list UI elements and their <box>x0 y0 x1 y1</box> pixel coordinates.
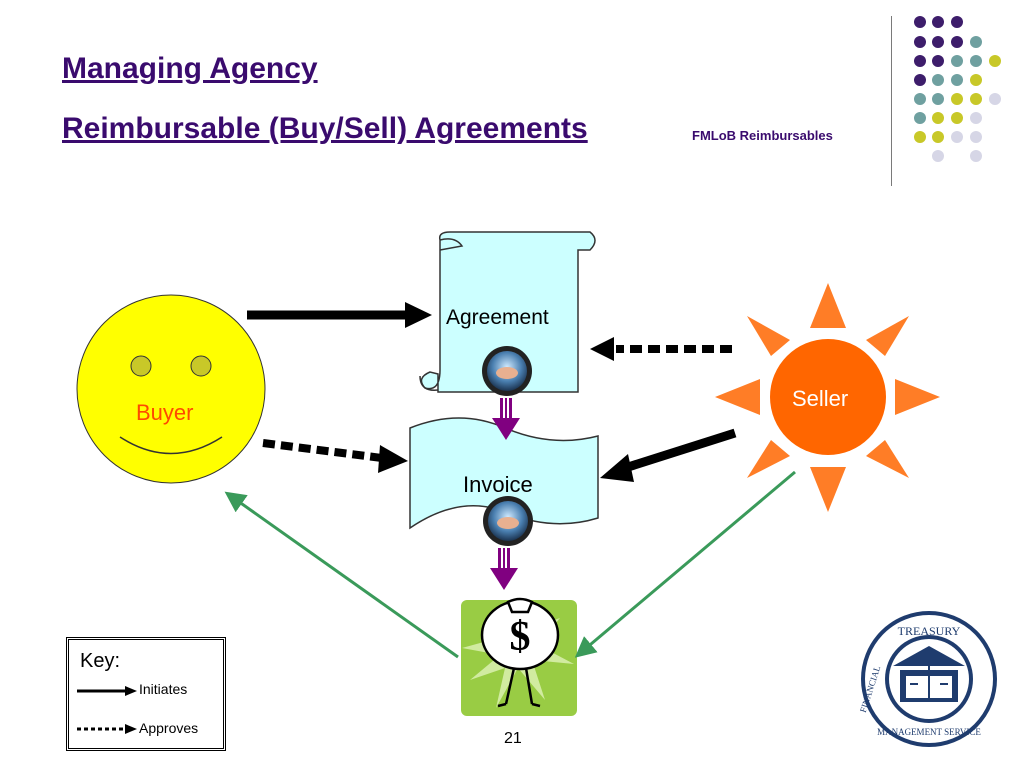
agreement-label: Agreement <box>446 306 549 329</box>
buyer-face-icon <box>76 294 266 484</box>
seller-sun-icon <box>715 283 940 512</box>
section-label: FMLoB Reimbursables <box>692 128 833 143</box>
flow-arrow-invoice-to-payment <box>490 548 518 590</box>
legend-key-box: Key: Initiates Approves <box>66 637 226 751</box>
handshake-icon-agreement <box>482 346 532 396</box>
legend-initiates-label: Initiates <box>139 681 188 697</box>
arrow-seller-approves-agreement <box>590 337 732 361</box>
invoice-label: Invoice <box>463 472 533 497</box>
legend-approves-label: Approves <box>139 720 199 736</box>
arrow-seller-initiates-invoice <box>600 428 737 482</box>
dot-grid-group <box>914 16 1001 162</box>
page-number: 21 <box>504 730 522 747</box>
arrow-seller-to-payment <box>574 470 796 658</box>
arrow-buyer-initiates-agreement <box>247 302 432 328</box>
seal-top-text: TREASURY <box>898 624 961 638</box>
money-bag-icon: $ <box>461 597 577 716</box>
seal-bottom-text: MANAGEMENT SERVICE <box>877 727 981 737</box>
legend-title: Key: <box>80 650 121 672</box>
treasury-seal-logo: TREASURY FINANCIAL MANAGEMENT SERVICE <box>858 611 997 747</box>
arrow-payment-to-buyer <box>224 491 459 659</box>
slide-subtitle-heading: Reimbursable (Buy/Sell) Agreements <box>62 112 588 145</box>
flow-arrow-agreement-to-invoice <box>492 398 520 440</box>
handshake-icon-invoice <box>483 496 533 546</box>
buyer-label: Buyer <box>136 400 194 425</box>
seller-label: Seller <box>792 386 849 411</box>
slide-title: Managing Agency <box>62 52 318 85</box>
money-symbol: $ <box>510 614 531 660</box>
legend-dotted-arrow-icon <box>77 724 137 734</box>
header-divider <box>891 16 892 186</box>
invoice-banner-icon <box>409 417 599 530</box>
arrow-buyer-approves-invoice <box>262 439 408 473</box>
legend-solid-arrow-icon <box>77 686 137 696</box>
decorative-dot-grid <box>914 16 1001 162</box>
